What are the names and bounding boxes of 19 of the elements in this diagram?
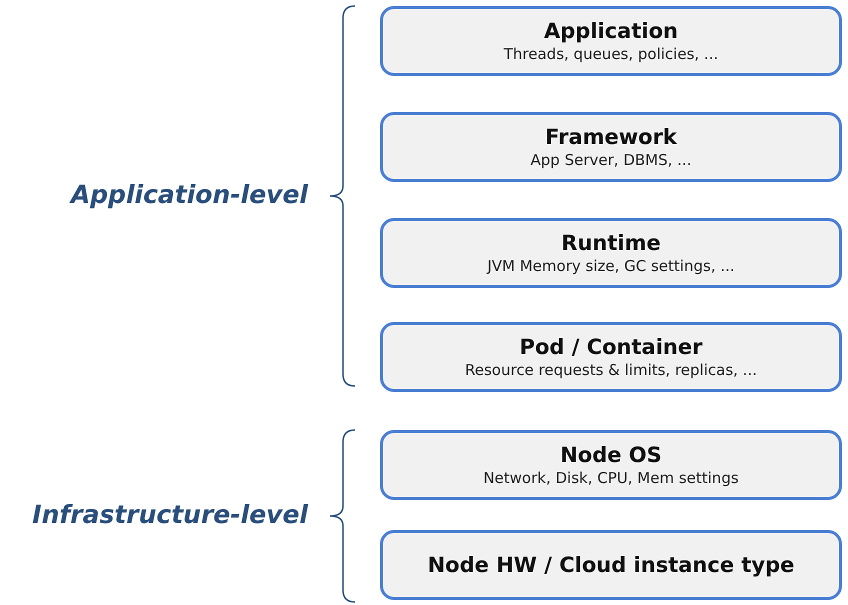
layer-box: [380, 322, 842, 392]
layer-title: Node HW / Cloud instance type: [428, 553, 794, 577]
layer-title: Node OS: [560, 443, 662, 467]
layer-title: Runtime: [561, 231, 661, 255]
layer-description: Network, Disk, CPU, Mem settings: [483, 469, 739, 487]
layer-description: Resource requests & limits, replicas, ...: [465, 361, 757, 379]
group-label: Application-level: [70, 180, 308, 209]
layer-description: JVM Memory size, GC settings, ...: [487, 257, 735, 275]
layer-title: Application: [544, 19, 678, 43]
layer-title: Pod / Container: [520, 335, 702, 359]
layer-box: [380, 430, 842, 500]
layer-title: Framework: [545, 125, 677, 149]
layer-box: [380, 530, 842, 600]
layer-box: [380, 6, 842, 76]
layer-box: [380, 218, 842, 288]
layer-box: [380, 112, 842, 182]
layer-description: Threads, queues, policies, ...: [504, 45, 718, 63]
group-label: Infrastructure-level: [32, 500, 308, 529]
layer-description: App Server, DBMS, ...: [530, 151, 692, 169]
